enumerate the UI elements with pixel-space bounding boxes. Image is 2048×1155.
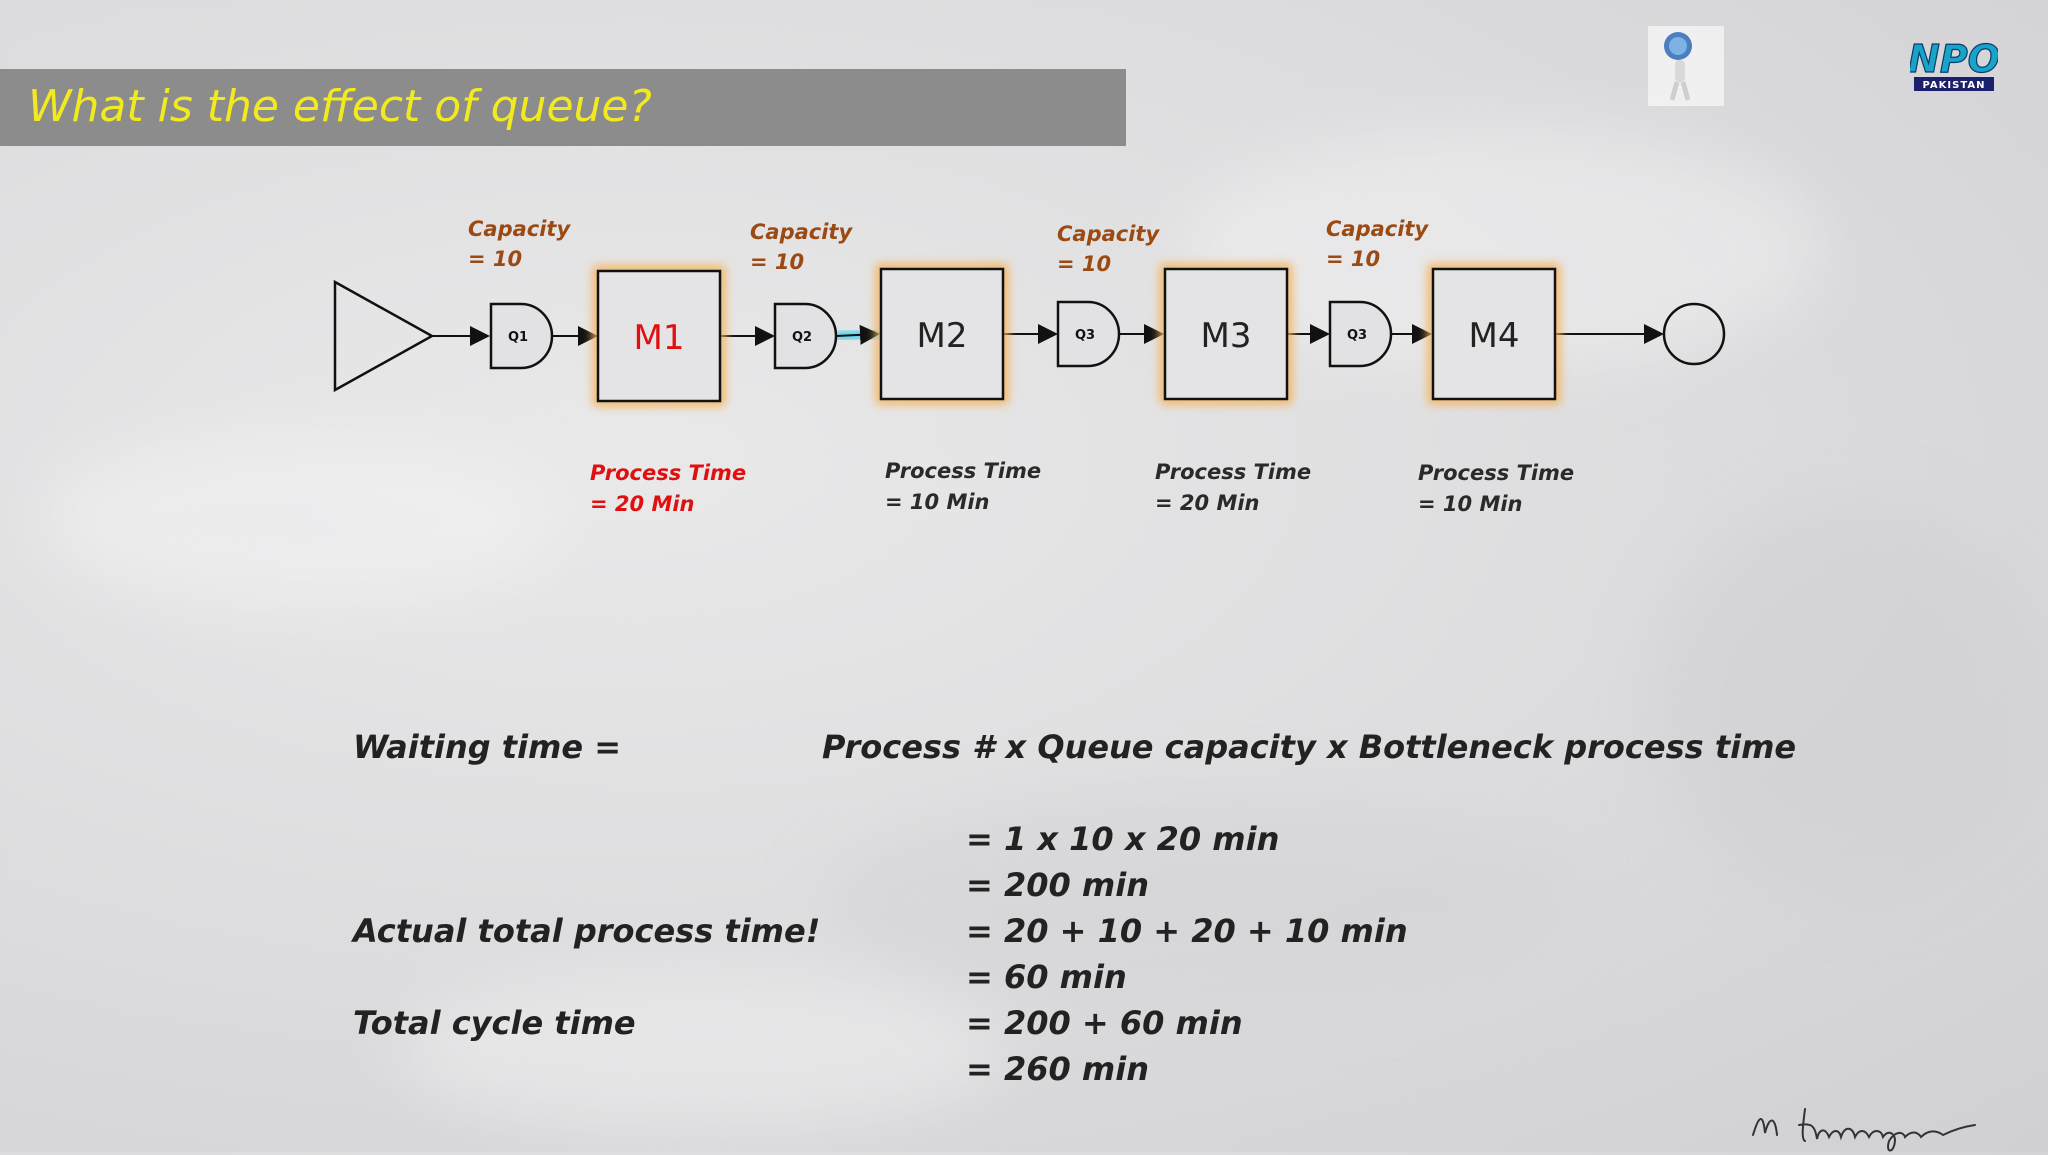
machine-label: M1 xyxy=(634,318,685,358)
queue-label: Q3 xyxy=(1075,328,1095,343)
source-triangle-icon xyxy=(333,279,435,393)
flow-connectors xyxy=(432,324,1664,346)
capacity-value-q2: = 10 xyxy=(750,250,804,274)
machine-label: M3 xyxy=(1201,316,1252,356)
process-time-value-m3: = 20 Min xyxy=(1155,491,1260,515)
queue-q3: Q3 xyxy=(1056,300,1121,368)
waiting-time-formula: Process # x Queue capacity x Bottleneck … xyxy=(822,728,1797,766)
waiting-time-label: Waiting time = xyxy=(353,728,622,766)
queue-q1: Q1 xyxy=(489,302,554,370)
queue-label: Q3 xyxy=(1347,328,1367,343)
queue-q2: Q2 xyxy=(773,302,838,370)
queue-label: Q2 xyxy=(792,330,812,345)
process-time-label-m4: Process Time xyxy=(1418,461,1574,485)
machine-label: M2 xyxy=(917,316,968,356)
capacity-value-q3: = 10 xyxy=(1057,252,1111,276)
connector-q2-m2 xyxy=(835,324,881,345)
process-time-value-m4: = 10 Min xyxy=(1418,492,1523,516)
capacity-value-q1: = 10 xyxy=(468,247,522,271)
queue-q4: Q3 xyxy=(1328,300,1393,368)
capacity-value-q4: = 10 xyxy=(1326,247,1380,271)
logo-main-text: NPO xyxy=(1910,37,1998,81)
process-time-label-m1: Process Time xyxy=(590,461,746,485)
calc-step-6: = 260 min xyxy=(966,1050,1149,1088)
total-cycle-time-label: Total cycle time xyxy=(353,1004,636,1042)
process-time-label-m3: Process Time xyxy=(1155,460,1311,484)
calc-step-1: = 1 x 10 x 20 min xyxy=(966,820,1280,858)
sink-circle-icon xyxy=(1662,302,1726,366)
machine-m1: M1 xyxy=(593,266,725,406)
process-time-labels: Process Time = 20 Min Process Time = 10 … xyxy=(590,459,1574,516)
slide-title: What is the effect of queue? xyxy=(28,81,652,132)
process-time-label-m2: Process Time xyxy=(885,459,1041,483)
capacity-label-q4: Capacity xyxy=(1326,217,1429,241)
machine-label: M4 xyxy=(1469,316,1520,356)
npo-pakistan-logo: NPO PAKISTAN xyxy=(1910,36,1998,91)
handwritten-signature xyxy=(1752,1108,1976,1152)
calc-step-2: = 200 min xyxy=(966,866,1149,904)
calc-step-5: = 200 + 60 min xyxy=(966,1004,1243,1042)
process-time-value-m1: = 20 Min xyxy=(590,492,695,516)
capacity-label-q3: Capacity xyxy=(1057,222,1160,246)
machine-m2: M2 xyxy=(876,264,1008,404)
title-bar: What is the effect of queue? xyxy=(0,69,1126,146)
process-time-value-m2: = 10 Min xyxy=(885,490,990,514)
capacity-labels: Capacity = 10 Capacity = 10 Capacity = 1… xyxy=(468,217,1429,276)
capacity-label-q1: Capacity xyxy=(468,217,571,241)
calc-step-4: = 60 min xyxy=(966,958,1127,996)
machine-m3: M3 xyxy=(1160,264,1292,404)
queue-label: Q1 xyxy=(508,330,528,345)
capacity-label-q2: Capacity xyxy=(750,220,853,244)
logo-sub-text: PAKISTAN xyxy=(1923,80,1986,91)
machine-m4: M4 xyxy=(1428,264,1560,404)
calc-step-3: = 20 + 10 + 20 + 10 min xyxy=(966,912,1408,950)
actual-process-time-label: Actual total process time! xyxy=(353,912,821,950)
person-globe-icon xyxy=(1648,26,1724,106)
